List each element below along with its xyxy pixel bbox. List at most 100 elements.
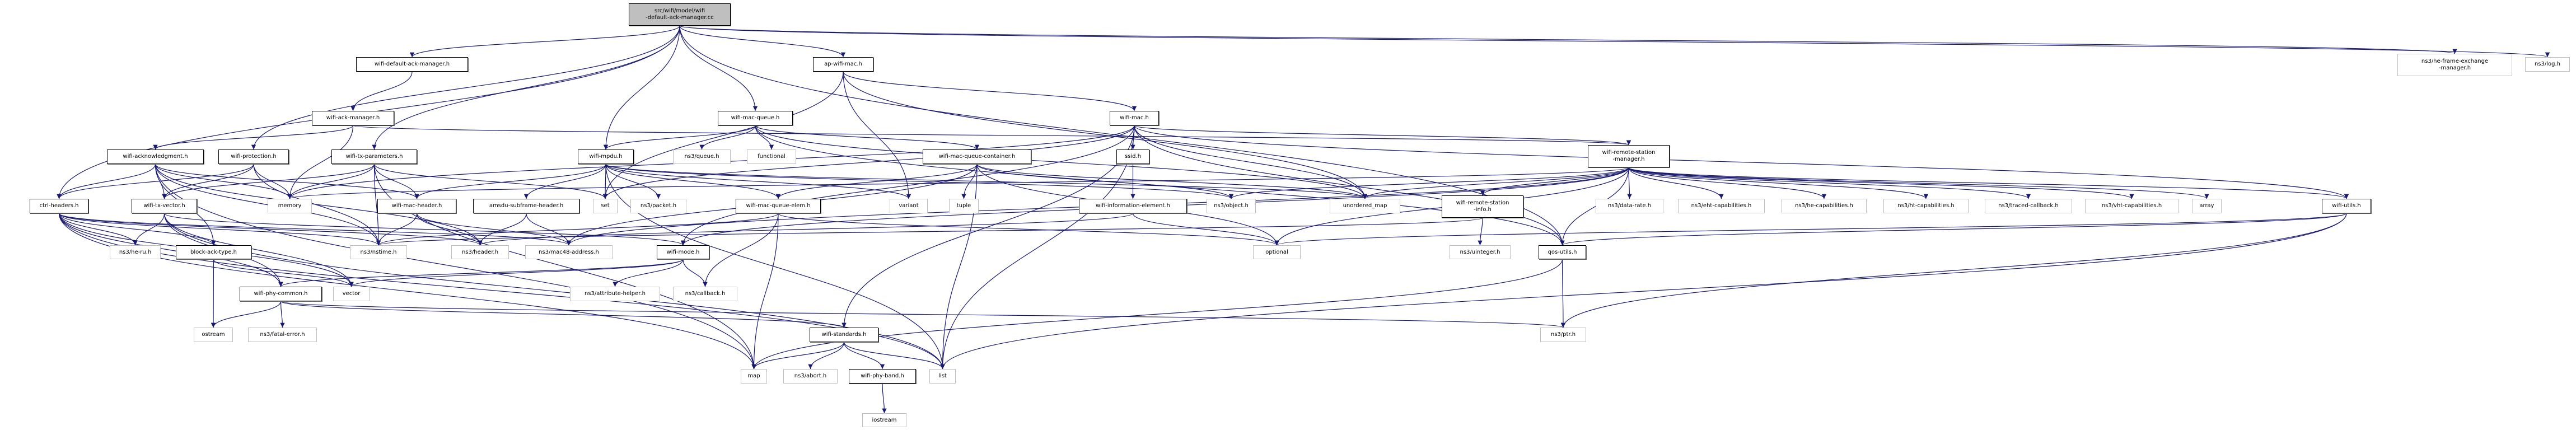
dependency-edge-wmpdu-to-umap xyxy=(605,163,1367,199)
dependency-edge-wrsm-to-object xyxy=(1229,167,1629,199)
graph-node: ns3/log.h xyxy=(2525,57,2570,72)
dependency-edge-wmqc-to-wmqe xyxy=(775,163,978,199)
dependency-edge-wrsm-to-wutils xyxy=(1628,167,2349,199)
graph-node[interactable]: wifi-acknowledgment.h xyxy=(107,149,204,164)
graph-node: memory xyxy=(268,199,312,213)
graph-node[interactable]: ap-wifi-mac.h xyxy=(813,57,873,72)
dependency-edge-root-to-wprot xyxy=(251,25,680,150)
graph-node[interactable]: wifi-phy-band.h xyxy=(849,369,916,384)
dependency-edge-wmqc-to-tuple xyxy=(961,163,978,199)
graph-node[interactable]: wifi-standards.h xyxy=(810,328,878,342)
dependency-edge-wmh-to-mac48 xyxy=(416,213,572,246)
dependency-edge-wpc-to-ptr xyxy=(280,301,1565,328)
graph-node[interactable]: qos-utils.h xyxy=(1539,245,1586,259)
dependency-edge-wtxp-to-map xyxy=(373,163,756,370)
dependency-edge-wprot-to-ctrl xyxy=(57,163,254,199)
graph-node[interactable]: wifi-mac-queue-elem.h xyxy=(736,199,821,213)
graph-node: ns3/callback.h xyxy=(673,287,737,301)
dependency-edge-txvec-to-wmode xyxy=(163,213,685,246)
dependency-edge-wpc-to-ostream xyxy=(211,301,282,328)
dependency-edge-wtxp-to-wmh xyxy=(373,163,419,199)
dependency-edge-wmpdu-to-wmh xyxy=(414,163,606,199)
dependency-edge-ctrl-to-map xyxy=(58,213,756,370)
graph-node: list xyxy=(929,369,956,384)
dependency-edge-wmpdu-to-variant xyxy=(605,163,911,199)
graph-node: array xyxy=(2192,199,2222,213)
graph-node[interactable]: wifi-tx-vector.h xyxy=(132,199,197,213)
graph-node[interactable]: wifi-ack-manager.h xyxy=(312,111,394,125)
graph-node: ns3/he-frame-exchange -manager.h xyxy=(2397,54,2512,76)
dependency-edge-wrsm-to-vht xyxy=(1628,167,2134,199)
dependency-edge-bat-to-ostream xyxy=(211,259,216,328)
dependency-edge-wrsm-to-wrsi xyxy=(1480,167,1629,196)
graph-node: ns3/ptr.h xyxy=(1540,328,1586,342)
dependency-edge-wutils-to-ptr xyxy=(1560,213,2347,328)
graph-node: iostream xyxy=(862,413,906,427)
graph-node: set xyxy=(593,199,618,213)
graph-node: ns3/traced-callback.h xyxy=(1985,199,2072,213)
dependency-edge-txvec-to-heru xyxy=(133,213,165,246)
graph-node[interactable]: wifi-mac.h xyxy=(1110,111,1159,125)
graph-node[interactable]: wifi-phy-common.h xyxy=(240,287,322,301)
graph-node[interactable]: ssid.h xyxy=(1116,149,1149,164)
graph-node[interactable]: wifi-mode.h xyxy=(657,245,709,259)
graph-node: vector xyxy=(333,287,370,301)
graph-node[interactable]: wifi-default-ack-manager.h xyxy=(356,57,468,72)
graph-node[interactable]: wifi-mac-queue.h xyxy=(718,111,793,125)
graph-node[interactable]: wifi-tx-parameters.h xyxy=(331,149,417,164)
dependency-edge-wrsm-to-array xyxy=(1628,167,2209,199)
dependency-edge-wtxp-to-memory xyxy=(287,163,375,199)
dependency-edge-txvec-to-list xyxy=(163,213,945,370)
dependency-edge-wmq-to-wmpdu xyxy=(603,125,756,150)
graph-node[interactable]: wifi-mpdu.h xyxy=(578,149,634,164)
dependency-edge-wam-to-wrsm xyxy=(352,125,1631,146)
dependency-edge-wmpdu-to-list xyxy=(605,163,945,370)
dependency-edge-wutils-to-qos xyxy=(1560,213,2347,246)
graph-node: map xyxy=(741,369,767,384)
dependency-edge-wrsm-to-qos xyxy=(1560,167,1629,246)
dependency-edge-wutils-to-optional xyxy=(1274,213,2347,246)
graph-node[interactable]: wifi-mac-header.h xyxy=(377,199,456,213)
dependency-edge-wrsm-to-traced xyxy=(1628,167,2031,199)
graph-node[interactable]: amsdu-subframe-header.h xyxy=(473,199,579,213)
dependency-edge-wmode-to-vector xyxy=(349,259,684,287)
dependency-edge-wrsm-to-umap xyxy=(1362,167,1629,199)
dependency-edge-wprot-to-txvec xyxy=(162,163,254,199)
dependency-edge-root-to-hefem xyxy=(679,25,2457,54)
graph-node[interactable]: ctrl-headers.h xyxy=(30,199,88,213)
dependency-edge-wrsm-to-ht xyxy=(1628,167,1929,199)
graph-node: ns3/header.h xyxy=(451,245,509,259)
graph-node[interactable]: wifi-remote-station -info.h xyxy=(1442,195,1523,218)
dependency-edge-bat-to-vector xyxy=(213,259,354,287)
graph-node[interactable]: wifi-protection.h xyxy=(218,149,289,164)
dependency-edge-wmac-to-set xyxy=(602,125,1135,199)
dependency-edge-ctrl-to-bat xyxy=(58,213,216,246)
dependency-edge-qos-to-map xyxy=(751,259,1563,370)
dependency-edge-wrsm-to-eht xyxy=(1628,167,1724,199)
dependency-edge-apmac-to-wmac xyxy=(843,71,1137,111)
graph-node-root-file[interactable]: src/wifi/model/wifi -default-ack-manager… xyxy=(629,3,731,26)
graph-node: ns3/vht-capabilities.h xyxy=(2085,199,2178,213)
dependency-edge-wtxp-to-nstime xyxy=(373,163,381,246)
graph-node: unordered_map xyxy=(1330,199,1400,213)
graph-node[interactable]: block-ack-type.h xyxy=(176,245,251,259)
dependency-edge-apmac-to-set xyxy=(602,71,844,199)
dependency-edge-wrsm-to-datarate xyxy=(1627,167,1632,199)
dependency-edge-wmqe-to-nstime xyxy=(376,213,779,246)
dependency-edge-wtxp-to-set xyxy=(373,163,608,199)
graph-node[interactable]: wifi-remote-station -manager.h xyxy=(1588,145,1670,167)
graph-node: ostream xyxy=(194,328,233,342)
graph-node[interactable]: wifi-information-element.h xyxy=(1079,199,1187,213)
dependency-edge-root-to-apmac xyxy=(679,25,846,58)
dependency-edge-wack-to-wmh xyxy=(155,163,419,199)
dependency-edge-wrsm-to-hecap xyxy=(1628,167,1827,199)
dependency-edge-wmq-to-queue xyxy=(699,125,756,150)
graph-node[interactable]: wifi-mac-queue-container.h xyxy=(923,149,1031,164)
dependency-edge-wdam-to-wam xyxy=(350,71,413,111)
graph-node[interactable]: wifi-utils.h xyxy=(2322,199,2371,213)
dependency-edge-wam-to-wack xyxy=(153,125,354,150)
graph-node: ns3/he-ru.h xyxy=(110,245,161,259)
dependency-edge-wmac-to-qos xyxy=(1134,125,1565,246)
dependency-edge-wpc-to-fatal xyxy=(280,301,285,328)
